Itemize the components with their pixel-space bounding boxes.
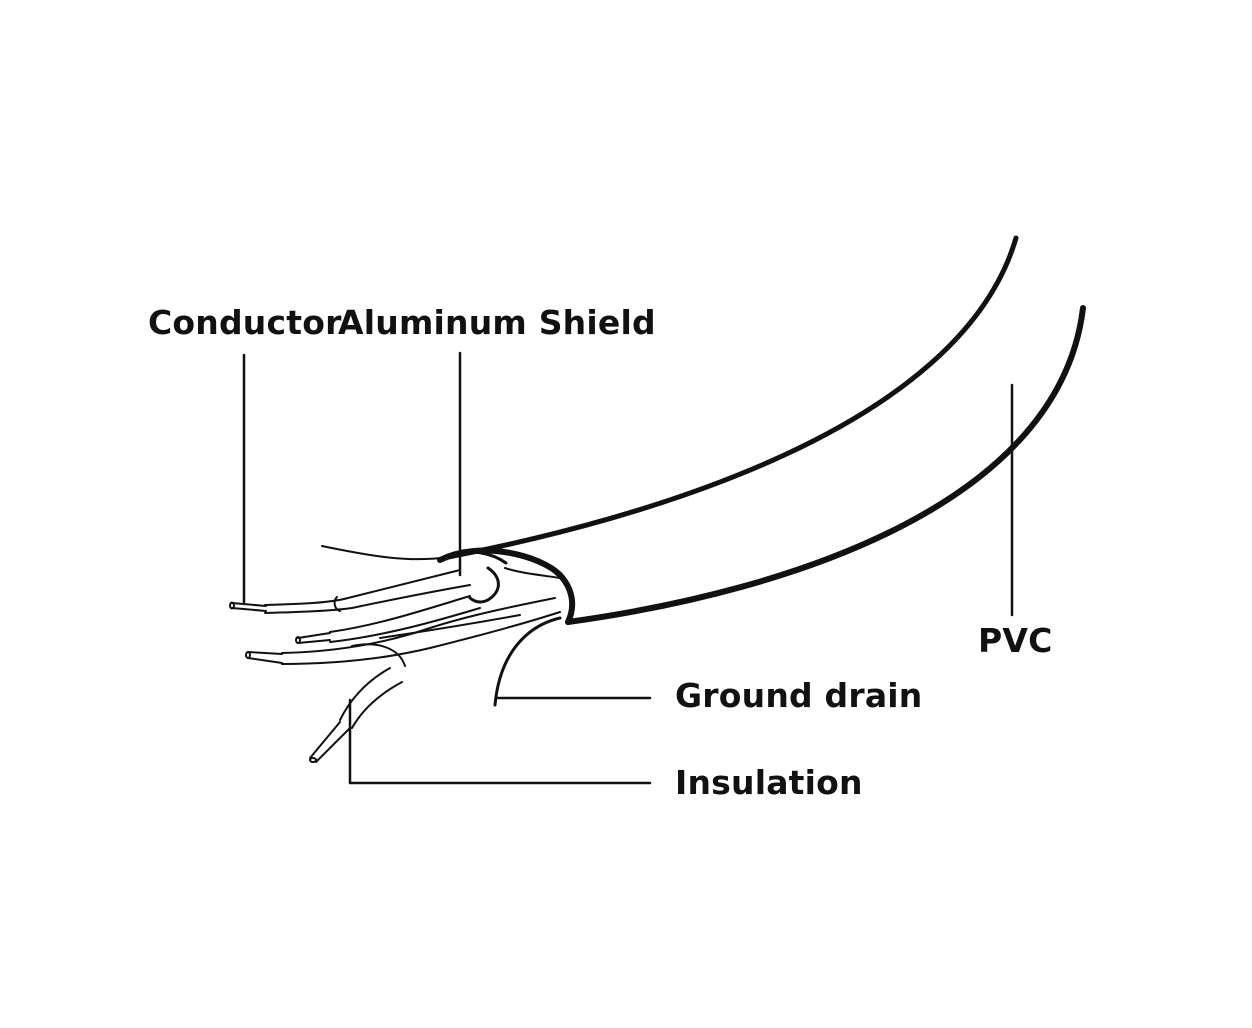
conductor-2-tip: [295, 636, 301, 644]
wire-2-bottom: [329, 607, 481, 643]
wire-3-bottom: [281, 611, 561, 665]
conductor-3-tip: [245, 651, 251, 659]
conductor-1-tip: [229, 601, 235, 610]
label-conductor: Conductor: [148, 303, 342, 342]
foil-band-2: [379, 614, 521, 639]
pvc-jacket-top-edge: [445, 235, 1019, 560]
pointer-insulation: [348, 698, 652, 785]
pvc-jacket-bottom-edge: [565, 305, 1086, 625]
label-ground-drain: Ground drain: [675, 676, 923, 715]
conductor-4: [309, 721, 351, 763]
conductor-3: [247, 651, 283, 664]
wire-2-top: [329, 595, 471, 633]
wire-4-right: [351, 681, 403, 729]
conductor-2: [297, 632, 331, 644]
pvc-jacket-opening-inner: [446, 550, 508, 565]
shield-foil-top: [321, 545, 449, 561]
wire-1-sheath-end: [333, 596, 341, 612]
conductor-4-tip: [309, 757, 317, 763]
label-aluminum-shield: Aluminum Shield: [338, 303, 656, 342]
wire-1-top: [264, 569, 461, 606]
shield-foil-curl: [468, 566, 500, 604]
conductor-1: [231, 602, 267, 612]
wire-3-top: [281, 597, 556, 654]
wire-4-left: [339, 667, 391, 721]
shield-foil-inner: [504, 567, 561, 579]
wire-1-bottom: [264, 584, 471, 614]
foil-band-1: [351, 643, 406, 667]
label-insulation: Insulation: [675, 763, 863, 802]
ground-drain-foil: [493, 616, 562, 707]
label-pvc: PVC: [978, 621, 1053, 660]
